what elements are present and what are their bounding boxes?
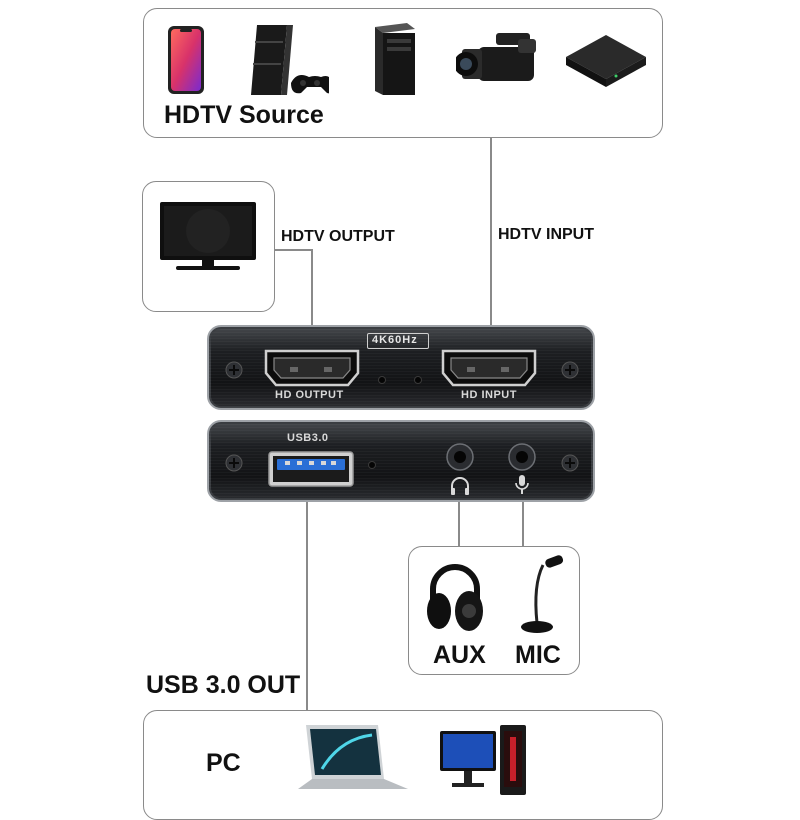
- headphones-icon: [427, 564, 483, 631]
- aux-connector: [458, 502, 460, 546]
- pc-box: PC: [143, 710, 663, 820]
- screw-icon: [561, 454, 579, 472]
- hdtv-input-label: HDTV INPUT: [498, 226, 594, 243]
- screw-icon: [225, 454, 243, 472]
- set-top-box-icon: [566, 35, 646, 87]
- hdtv-output-label: HDTV OUTPUT: [281, 228, 395, 245]
- 4k60hz-badge: 4K60Hz: [367, 333, 429, 349]
- led-dot: [415, 377, 421, 383]
- hd-input-text: HD INPUT: [461, 389, 517, 401]
- hdtv-source-box: HDTV Source: [143, 8, 663, 138]
- headphone-jack-icon: [451, 477, 469, 495]
- hdtv-output-connector-h: [275, 249, 312, 251]
- desktop-pc-icon: [440, 725, 526, 795]
- hdtv-output-connector-v: [311, 249, 313, 325]
- led-dot: [379, 377, 385, 383]
- usb-out-connector: [306, 502, 308, 710]
- led-dot: [369, 462, 375, 468]
- camcorder-icon: [456, 33, 536, 81]
- pc-label: PC: [206, 749, 241, 777]
- microphone-jack-icon: [515, 475, 529, 494]
- screw-icon: [561, 361, 579, 379]
- mic-label: MIC: [515, 641, 561, 669]
- desktop-tower-icon: [375, 23, 415, 95]
- mic-connector: [522, 502, 524, 546]
- hdtv-source-label: HDTV Source: [164, 101, 324, 129]
- audio-box: AUX MIC: [408, 546, 580, 675]
- hdmi-output-port[interactable]: [262, 349, 362, 387]
- hdmi-input-port[interactable]: [439, 349, 539, 387]
- aux-label: AUX: [433, 641, 486, 669]
- smartphone-icon: [168, 26, 204, 94]
- laptop-icon: [298, 725, 408, 789]
- hdtv-input-connector: [490, 138, 492, 325]
- game-console-icon: [251, 25, 329, 95]
- usb-out-label: USB 3.0 OUT: [146, 671, 301, 699]
- aux-jack[interactable]: [445, 442, 475, 472]
- tv-output-box: [142, 181, 275, 312]
- microphone-stand-icon: [521, 555, 564, 633]
- screw-icon: [225, 361, 243, 379]
- usb3-port[interactable]: [267, 450, 355, 488]
- mic-jack[interactable]: [507, 442, 537, 472]
- hd-output-text: HD OUTPUT: [275, 389, 344, 401]
- tv-monitor-icon: [160, 202, 256, 270]
- capture-device-bottom-panel: USB3.0: [207, 420, 595, 502]
- capture-device-top-panel: 4K60Hz HD OUTPUT HD INPUT: [207, 325, 595, 410]
- usb3-text: USB3.0: [287, 432, 329, 444]
